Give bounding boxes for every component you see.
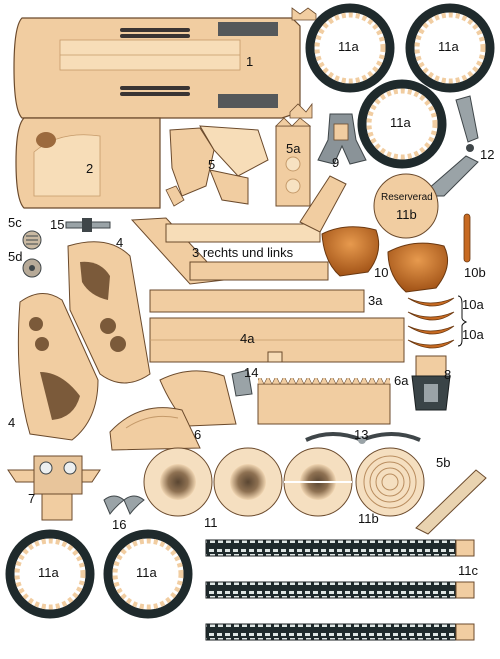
label-5: 5	[208, 157, 216, 172]
label-4-bottom: 4	[8, 415, 16, 430]
label-9: 9	[332, 155, 340, 170]
label-10b: 10b	[464, 265, 486, 280]
label-13: 13	[354, 427, 369, 442]
part-4-fairing-lower	[17, 293, 99, 441]
part-3a-strip	[149, 289, 365, 313]
part-2-body-panel	[15, 117, 161, 209]
label-11b-spare: 11b	[396, 207, 417, 222]
part-9-fork-clip	[317, 113, 367, 165]
part-12-kickstand	[418, 95, 479, 197]
label-11a-5: 11a	[136, 565, 157, 580]
part-4a-strip	[149, 317, 405, 363]
label-14: 14	[244, 365, 259, 380]
part-3-side-strips	[130, 175, 347, 285]
part-8-stand	[411, 355, 451, 411]
part-14-clip	[231, 369, 253, 397]
label-1: 1	[246, 54, 254, 69]
label-11: 11	[204, 515, 218, 530]
label-11a-1: 11a	[338, 39, 359, 54]
wheel-disc-11-2	[213, 447, 283, 517]
label-11a-4: 11a	[38, 565, 59, 580]
label-7: 7	[28, 491, 36, 506]
label-4a: 4a	[240, 331, 255, 346]
label-10a-1: 10a	[462, 297, 484, 312]
label-10a-2: 10a	[462, 327, 484, 342]
part-15-axle	[65, 218, 111, 232]
part-13-handlebar	[305, 432, 421, 444]
part-7-headlights	[7, 455, 101, 521]
part-10a-pieces	[407, 295, 468, 349]
tire-11a-top-3	[357, 79, 447, 169]
part-6-fenders	[109, 370, 237, 451]
part-10-saddles	[321, 226, 449, 293]
label-reserverad: Reserverad	[381, 192, 433, 203]
label-11b-wheel: 11b	[358, 511, 379, 526]
label-16: 16	[112, 517, 127, 532]
tread-strip-11c-3	[205, 623, 475, 641]
tire-11a-bottom-1	[5, 529, 95, 619]
label-8: 8	[444, 367, 452, 382]
label-6a: 6a	[394, 373, 409, 388]
label-12: 12	[480, 147, 495, 162]
label-3a: 3a	[368, 293, 383, 308]
label-11c: 11c	[458, 563, 478, 578]
part-5a	[275, 117, 312, 207]
label-4-top: 4	[116, 235, 124, 250]
part-5c	[22, 230, 42, 250]
label-6: 6	[194, 427, 202, 442]
part-1-body-panel	[13, 7, 317, 119]
label-11a-3: 11a	[390, 115, 411, 130]
part-5b	[415, 469, 487, 535]
part-4-fairing-upper	[67, 241, 151, 384]
tire-11a-top-2	[405, 3, 495, 93]
tire-11a-top-1	[305, 3, 395, 93]
tire-11a-bottom-2	[103, 529, 193, 619]
wheel-disc-11b-2	[355, 447, 425, 517]
label-5d: 5d	[8, 249, 23, 264]
tread-strip-11c-2	[205, 581, 475, 599]
label-5b: 5b	[436, 455, 451, 470]
label-15: 15	[50, 217, 65, 232]
part-16-mirror	[103, 495, 145, 515]
label-11a-2: 11a	[438, 39, 459, 54]
label-5a: 5a	[286, 141, 301, 156]
label-5c: 5c	[8, 215, 22, 230]
part-5d	[22, 258, 42, 278]
label-3: 3 rechts und links	[192, 245, 294, 260]
spare-wheel-disc	[373, 173, 439, 239]
part-6a-strip	[257, 378, 391, 425]
wheel-disc-11b-1	[283, 447, 353, 517]
part-5-fork-pieces	[165, 125, 269, 207]
part-10b	[463, 213, 471, 263]
tread-strip-11c-1	[205, 539, 475, 557]
label-2: 2	[86, 161, 94, 176]
label-10: 10	[374, 265, 389, 280]
wheel-disc-11-1	[143, 447, 213, 517]
